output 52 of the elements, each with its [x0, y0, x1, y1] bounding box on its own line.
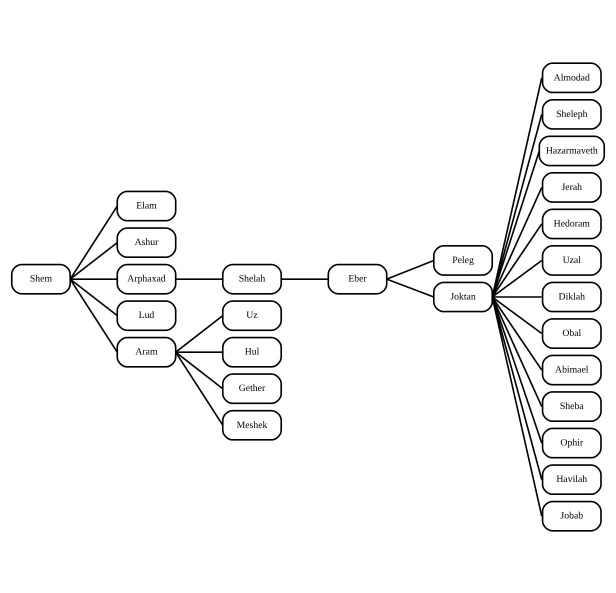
connector — [386, 278, 434, 298]
node-box: Jerah — [542, 172, 602, 202]
connector — [492, 259, 542, 298]
connector — [70, 205, 118, 280]
connector — [175, 351, 224, 426]
node-box: Sheba — [542, 390, 602, 422]
node-box: Aram — [116, 336, 177, 368]
connector — [70, 278, 118, 280]
connector — [70, 278, 118, 352]
node-box: Meshek — [222, 409, 282, 440]
connector — [491, 296, 543, 443]
node-box: Elam — [116, 190, 177, 222]
node-box: Peleg — [433, 244, 494, 276]
node-box: Hedoram — [542, 208, 602, 239]
node-box: Shelah — [222, 263, 282, 294]
connector — [281, 278, 328, 280]
node-box: Abimael — [542, 354, 602, 385]
connector — [70, 278, 118, 316]
connector — [175, 351, 224, 389]
node-box: Uz — [222, 300, 282, 331]
node-box: Almodad — [542, 62, 602, 93]
connector — [492, 296, 542, 334]
node-box: Jobab — [542, 500, 602, 532]
connector — [492, 186, 542, 297]
connector — [492, 296, 542, 298]
node-box: Obal — [542, 318, 602, 348]
connector — [491, 296, 543, 516]
node-box: Arphaxad — [116, 263, 177, 294]
node-box: Uzal — [542, 244, 602, 276]
node-box: Joktan — [433, 281, 494, 312]
connector — [491, 114, 543, 297]
node-box: Eber — [327, 263, 388, 294]
connector — [386, 259, 434, 280]
node-box: Lud — [116, 300, 177, 331]
node-box: Hul — [222, 336, 282, 368]
node-box: Diklah — [542, 281, 602, 312]
node-box: Hazarmaveth — [538, 134, 606, 166]
connector — [491, 77, 543, 297]
node-box: Ashur — [116, 226, 177, 258]
connector — [491, 296, 543, 480]
node-box: Shem — [10, 263, 71, 294]
connector — [175, 314, 224, 352]
node-box: Havilah — [542, 464, 602, 495]
node-box: Gether — [222, 372, 282, 404]
connector — [492, 296, 542, 370]
connector — [492, 223, 542, 297]
connector — [176, 350, 223, 352]
connector — [70, 241, 118, 280]
node-box: Ophir — [542, 427, 602, 458]
connector — [176, 278, 223, 280]
node-box: Sheleph — [542, 98, 602, 130]
connector — [492, 296, 542, 406]
